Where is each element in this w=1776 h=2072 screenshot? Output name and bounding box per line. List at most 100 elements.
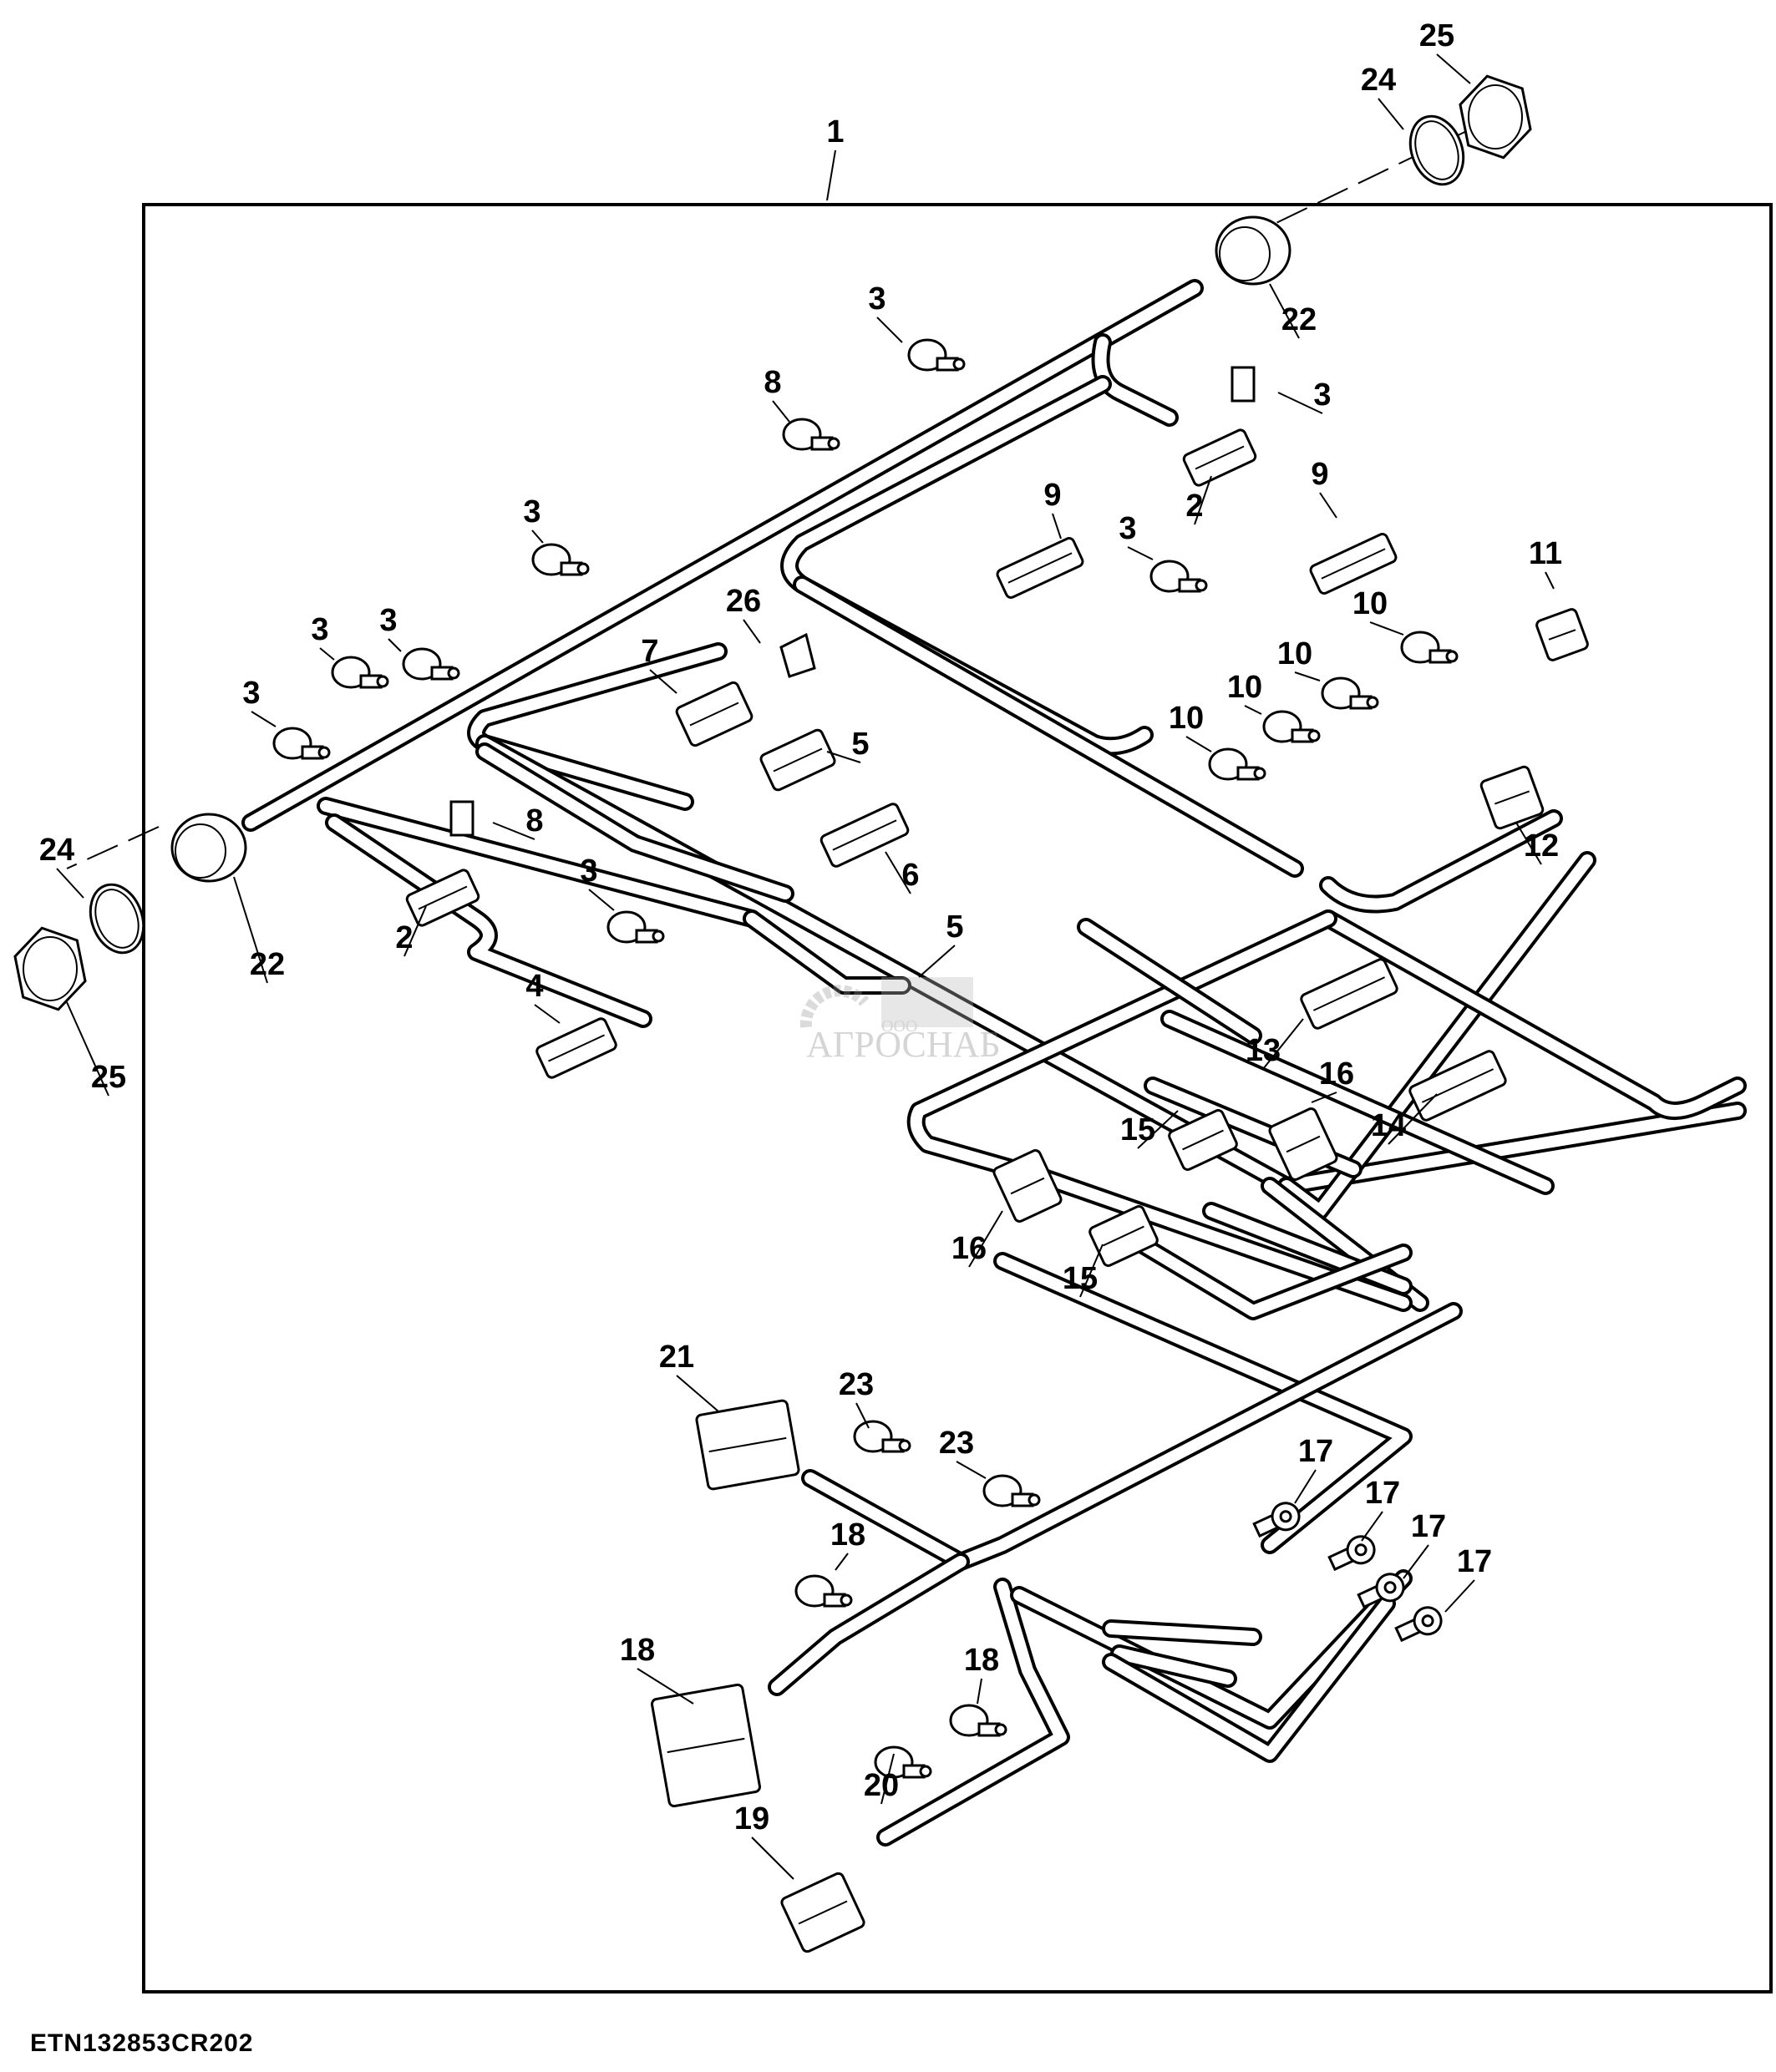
leader-line	[1361, 1511, 1383, 1542]
leader-line	[403, 905, 427, 957]
leader-line	[1378, 98, 1404, 130]
callout-8: 8	[525, 803, 543, 838]
bulkhead-body	[1215, 215, 1291, 286]
leader-line	[1137, 1110, 1179, 1149]
hex-nut-left	[13, 926, 87, 1011]
wire-run-outline	[780, 375, 1154, 756]
leader-line	[918, 945, 956, 978]
leader-line	[1269, 283, 1300, 339]
harness-wires	[241, 279, 1747, 1847]
leader-line	[835, 1553, 849, 1571]
leader-line	[588, 889, 615, 911]
wire-run	[479, 737, 1292, 1192]
connector-seam	[1195, 445, 1245, 470]
clip-tip	[994, 1723, 1007, 1736]
terminal-hole	[1383, 1581, 1397, 1594]
leader-line	[66, 1001, 109, 1097]
clip-tip	[898, 1439, 911, 1452]
clip-tip	[1445, 650, 1459, 663]
harness-components	[13, 74, 1589, 1953]
leader-line	[1319, 492, 1337, 519]
wire-run	[784, 378, 1150, 752]
callout-10: 10	[1169, 701, 1204, 736]
callout-10: 10	[1352, 586, 1388, 621]
o-ring-inner	[1414, 120, 1459, 180]
callout-18: 18	[620, 1633, 655, 1668]
leader-line	[1194, 475, 1212, 525]
leader-line	[492, 822, 535, 840]
leader-line	[1127, 546, 1154, 560]
ring-terminal	[1357, 1573, 1405, 1609]
callout-13: 13	[1246, 1033, 1281, 1068]
leader-line	[876, 317, 903, 343]
clip-tip	[576, 562, 590, 575]
wire-run	[479, 746, 791, 899]
clip-tip	[447, 666, 460, 680]
leader-line	[956, 1461, 987, 1479]
clip-tip	[1028, 1493, 1041, 1507]
wire-run	[1322, 913, 1743, 1117]
callout-17: 17	[1457, 1544, 1492, 1579]
wire-run-outline	[993, 1252, 1413, 1554]
cable-clip	[782, 418, 840, 451]
cable-clip	[331, 656, 389, 689]
callout-26: 26	[726, 584, 761, 619]
cable-clip-small	[1400, 631, 1459, 664]
wire-run	[1094, 337, 1175, 423]
wire-run	[320, 800, 758, 925]
wire-run	[1080, 921, 1259, 1041]
leader-line	[1515, 822, 1542, 865]
callout-22: 22	[250, 947, 285, 982]
callout-8: 8	[764, 365, 781, 400]
callout-22: 22	[1281, 302, 1317, 337]
connector-13	[1300, 958, 1398, 1030]
wire-run	[328, 817, 649, 1025]
connector-15-lower	[1088, 1205, 1159, 1267]
connector-seam	[1286, 1135, 1321, 1153]
connector-6	[819, 803, 910, 868]
leader-line	[1369, 621, 1404, 636]
clip-tip	[652, 930, 665, 943]
o-ring-left	[89, 883, 145, 955]
callout-9: 9	[1043, 478, 1061, 513]
connector-seam	[1494, 790, 1530, 805]
leader-line	[1545, 571, 1555, 590]
leader-line	[1262, 1018, 1304, 1070]
hex-nut-bore	[1468, 84, 1523, 149]
leader-line	[319, 647, 335, 661]
callout-17: 17	[1411, 1509, 1446, 1544]
cable-clip	[606, 910, 665, 944]
watermark-prefix: ООО	[881, 1017, 917, 1036]
callout-9: 9	[1311, 457, 1328, 492]
gear-icon	[799, 985, 870, 1028]
callout-17: 17	[1298, 1434, 1333, 1469]
connector-seam	[689, 702, 739, 727]
wire-run	[746, 913, 908, 991]
callout-25: 25	[91, 1060, 126, 1095]
terminal-lock-left	[449, 800, 474, 837]
leader-line	[977, 1678, 982, 1705]
callout-18: 18	[830, 1517, 865, 1553]
wire-run	[771, 1556, 967, 1693]
clip-tip	[840, 1593, 853, 1607]
bulkhead-connector-left	[170, 813, 247, 883]
connector-seam	[832, 819, 897, 851]
callout-14: 14	[1371, 1108, 1406, 1143]
bulkhead-face	[1219, 226, 1271, 281]
callout-4: 4	[525, 969, 543, 1004]
clip-tip	[952, 357, 966, 371]
callout-23: 23	[939, 1426, 974, 1461]
leader-line	[56, 868, 84, 899]
callout-24: 24	[1361, 63, 1396, 98]
connector-2-left	[405, 869, 480, 927]
connector-16-right	[1268, 1107, 1338, 1181]
connector-seam	[667, 1737, 745, 1754]
callout-3: 3	[379, 603, 397, 638]
callout-15: 15	[1063, 1261, 1098, 1296]
leader-line	[637, 1668, 694, 1705]
leader-line	[1277, 392, 1323, 414]
leader-line	[233, 876, 268, 984]
leader-line	[772, 400, 790, 423]
wire-run	[245, 282, 1200, 828]
